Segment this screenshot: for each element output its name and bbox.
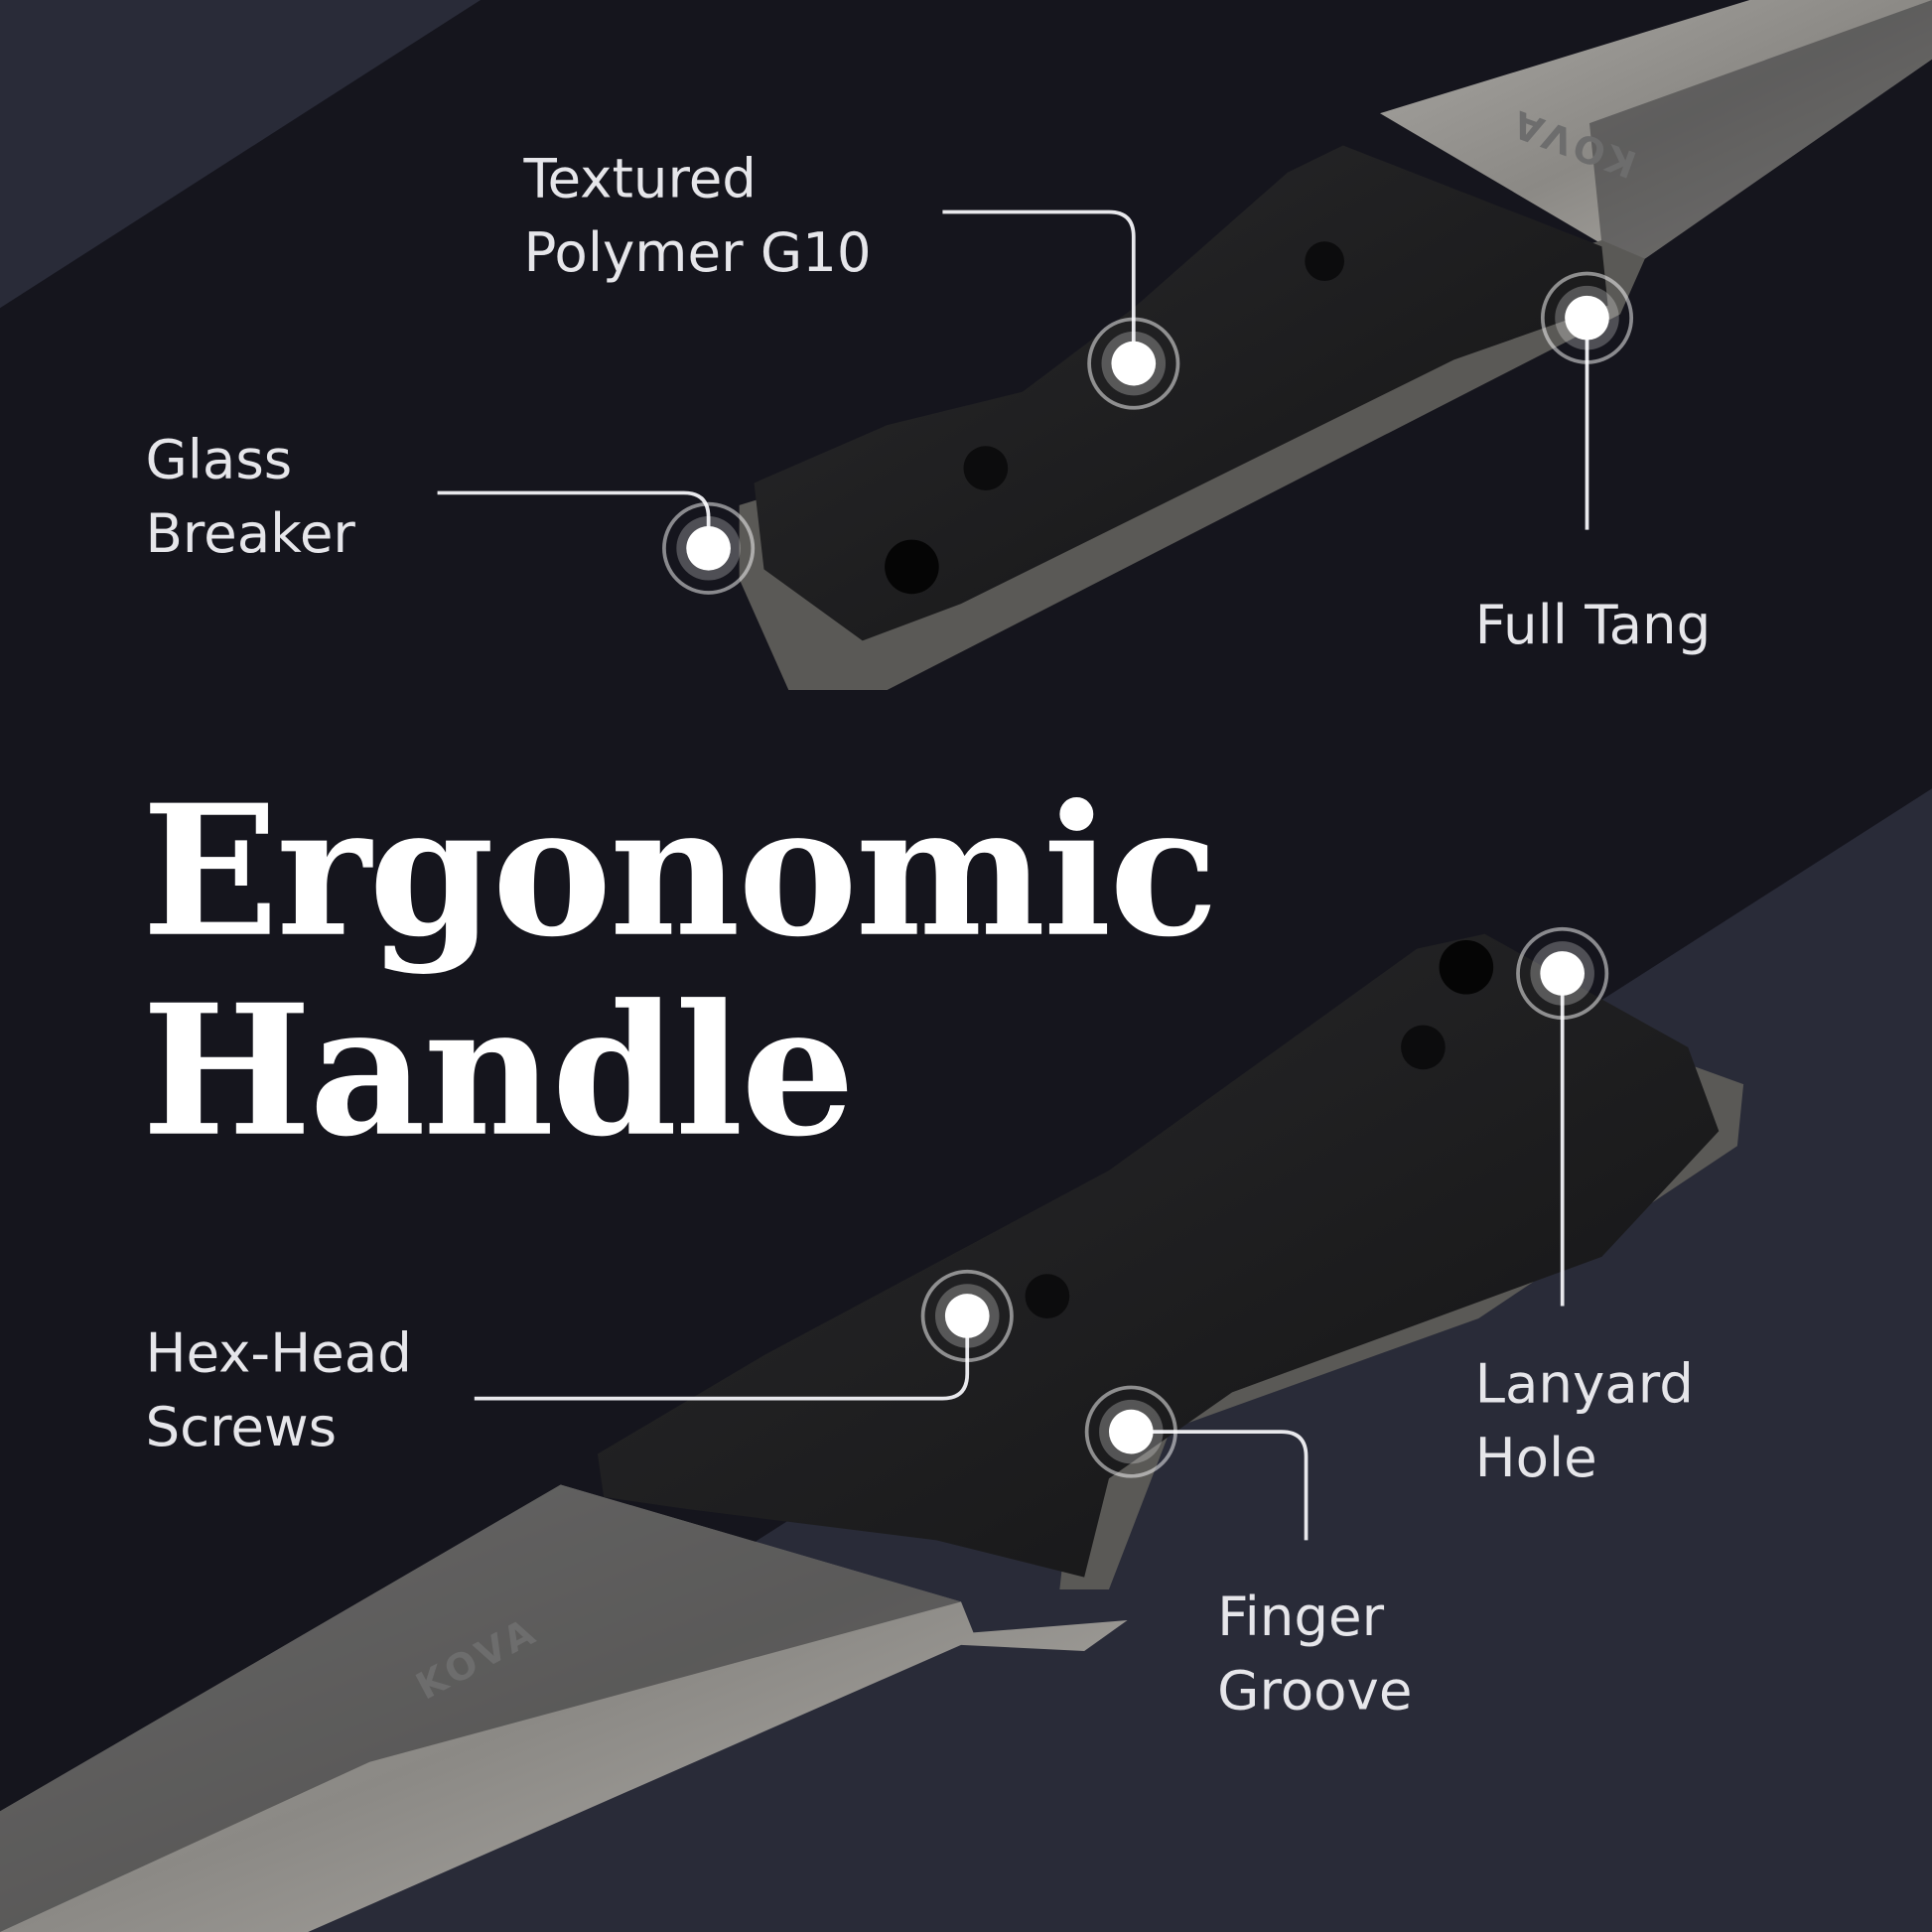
callout-dot-lanyard bbox=[1516, 926, 1609, 1020]
label-finger-line2: Groove bbox=[1217, 1658, 1412, 1722]
lanyard-hole bbox=[885, 539, 939, 595]
screw bbox=[1025, 1274, 1070, 1318]
page-title-line1: Ergonomic bbox=[142, 765, 1216, 977]
callout-dot-textured bbox=[1087, 317, 1180, 410]
knife-bottom: KOVA bbox=[0, 933, 1744, 1932]
leader-hex bbox=[474, 1315, 970, 1401]
screw bbox=[1401, 1025, 1446, 1070]
handle-bottom bbox=[597, 933, 1720, 1578]
label-tang: Full Tang bbox=[1475, 593, 1712, 656]
callout-dot-tang bbox=[1540, 271, 1634, 364]
label-glass-line2: Breaker bbox=[145, 501, 355, 565]
label-textured-line2: Polymer G10 bbox=[523, 220, 871, 284]
leader-finger bbox=[1131, 1430, 1309, 1541]
label-glass-line1: Glass bbox=[145, 428, 292, 491]
knife-top: KOVA bbox=[739, 0, 1932, 691]
accent-panel-top bbox=[0, 0, 482, 309]
label-lanyard-line1: Lanyard bbox=[1475, 1351, 1694, 1415]
label-finger-line1: Finger bbox=[1217, 1585, 1384, 1648]
lanyard-hole bbox=[1439, 939, 1494, 995]
label-lanyard-line2: Hole bbox=[1475, 1426, 1597, 1489]
screw bbox=[963, 446, 1009, 490]
leader-textured bbox=[942, 209, 1136, 364]
label-textured-line1: Textured bbox=[522, 147, 757, 210]
screw bbox=[1305, 241, 1345, 281]
callout-dot-hex bbox=[920, 1269, 1014, 1363]
leader-glass bbox=[437, 490, 711, 549]
callout-dot-finger bbox=[1084, 1385, 1177, 1478]
label-hex-line2: Screws bbox=[145, 1395, 337, 1458]
page-title-line2: Handle bbox=[142, 965, 853, 1176]
handle-top bbox=[754, 145, 1608, 641]
label-hex-line1: Hex-Head bbox=[145, 1320, 411, 1384]
callout-dot-glass bbox=[662, 501, 756, 595]
